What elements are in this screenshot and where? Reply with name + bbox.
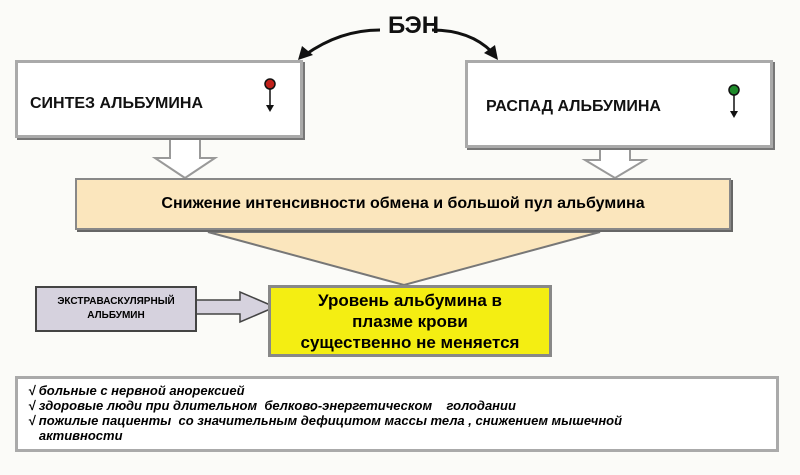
breakdown-box: РАСПАД АЛЬБУМИНА <box>465 60 773 148</box>
list-item: активности <box>28 428 123 443</box>
big-down-triangle <box>207 231 601 287</box>
list-item: √ пожилые пациенты со значительным дефиц… <box>28 413 623 428</box>
decrease-indicator-icon <box>728 84 740 118</box>
decrease-indicator-icon <box>264 78 276 112</box>
result-line1: Уровень альбумина в <box>318 290 502 310</box>
breakdown-label: РАСПАД АЛЬБУМИНА <box>486 98 661 115</box>
arrow-to-synthesis <box>304 28 381 57</box>
arrowhead-right <box>484 45 498 60</box>
arrowhead-left <box>298 46 313 60</box>
list-item: √ больные с нервной анорексией <box>28 383 245 398</box>
extravascular-albumin-box: ЭКСТРАВАСКУЛЯРНЫЙ АЛЬБУМИН <box>35 286 197 332</box>
patient-groups-list: √ больные с нервной анорексией √ здоровы… <box>15 376 779 452</box>
hollow-arrow-left <box>151 136 219 180</box>
extravascular-line2: АЛЬБУМИН <box>87 310 145 321</box>
arrow-extravascular <box>194 290 277 324</box>
result-line2: плазме крови <box>352 311 468 331</box>
hollow-arrow-right <box>581 146 649 180</box>
arrow-to-breakdown <box>431 28 494 54</box>
result-box: Уровень альбумина в плазме крови существ… <box>268 285 552 357</box>
synthesis-label: СИНТЕЗ АЛЬБУМИНА <box>30 95 203 112</box>
ben-title: БЭН <box>388 12 440 39</box>
extravascular-line1: ЭКСТРАВАСКУЛЯРНЫЙ <box>57 296 175 307</box>
list-item: √ здоровые люди при длительном белково-э… <box>28 398 516 413</box>
synthesis-box: СИНТЕЗ АЛЬБУМИНА <box>15 60 303 138</box>
exchange-reduction-bar: Снижение интенсивности обмена и большой … <box>75 178 731 230</box>
result-line3: существенно не меняется <box>300 332 520 352</box>
